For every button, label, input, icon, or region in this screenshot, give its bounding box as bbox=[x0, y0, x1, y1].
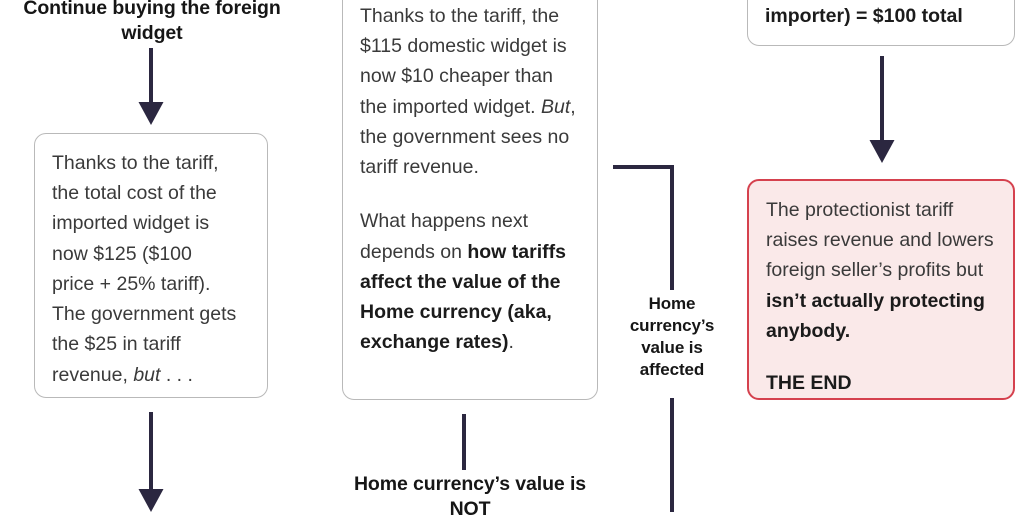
imported-widget-cost-line-5: The government gets bbox=[52, 303, 237, 326]
middle-bottom-label: Home currency’s value is NOT bbox=[353, 473, 587, 520]
conclusion-text: The protectionist tariff raises revenue … bbox=[766, 195, 997, 346]
imported-widget-cost-line-2: imported widget is bbox=[52, 212, 210, 235]
hundred-dollar-total-text: importer) = $100 total bbox=[765, 5, 963, 27]
connector-elbow-vertical bbox=[670, 165, 674, 290]
imported-widget-cost-line-0: Thanks to the tariff, bbox=[52, 152, 219, 174]
conclusion-bold: isn’t actually protecting anybody. bbox=[766, 289, 985, 342]
imported-widget-cost-line-6: the $25 in tariff bbox=[52, 333, 181, 356]
imported-widget-cost-line-1: the total cost of the bbox=[52, 182, 217, 205]
domestic-widget-p1-pre: Thanks to the tariff, the $115 domestic … bbox=[360, 5, 567, 118]
imported-widget-cost-italic-but: but bbox=[133, 363, 161, 386]
imported-widget-cost-card: Thanks to the tariff, the total cost of … bbox=[34, 133, 268, 398]
arrow-left-card-down bbox=[134, 412, 168, 512]
conclusion-pre: The protectionist tariff raises revenue … bbox=[766, 199, 994, 282]
domestic-widget-p2-pre: What happens next depends on bbox=[360, 210, 529, 263]
imported-widget-cost-line-3: now $125 ($100 bbox=[52, 242, 192, 265]
conclusion-card: The protectionist tariff raises revenue … bbox=[747, 179, 1015, 400]
connector-elbow-horizontal bbox=[613, 165, 674, 169]
hundred-dollar-total-card: importer) = $100 total bbox=[747, 0, 1015, 46]
arrow-left-heading-to-card bbox=[134, 48, 168, 126]
domestic-widget-paragraph-1: Thanks to the tariff, the $115 domestic … bbox=[360, 1, 581, 182]
domestic-widget-paragraph-2: What happens next depends on how tariffs… bbox=[360, 206, 581, 357]
imported-widget-cost-line-4: price + 25% tariff). bbox=[52, 272, 211, 295]
the-end-label: THE END bbox=[766, 372, 852, 395]
domestic-widget-p1-italic-but: But bbox=[541, 95, 571, 118]
imported-widget-cost-text: Thanks to the tariff, the total cost of … bbox=[52, 148, 251, 390]
connector-elbow-lower-vertical bbox=[670, 398, 674, 512]
arrow-right-top-to-conclusion bbox=[865, 56, 899, 164]
domestic-widget-cheaper-card: Thanks to the tariff, the $115 domestic … bbox=[342, 0, 598, 400]
imported-widget-cost-ellipsis: . . . bbox=[160, 363, 193, 386]
domestic-widget-p1-post: , the government sees no tariff revenue. bbox=[360, 95, 576, 179]
domestic-widget-p2-post: . bbox=[508, 331, 514, 354]
left-branch-heading: Continue buying the foreign widget bbox=[23, 0, 281, 44]
home-currency-affected-label: Home currency’s value is affected bbox=[629, 294, 715, 380]
imported-widget-cost-line-7: revenue, bbox=[52, 363, 134, 386]
domestic-widget-p2-bold: how tariffs affect the value of the Home… bbox=[360, 240, 566, 354]
connector-middle-card-down bbox=[462, 414, 466, 470]
